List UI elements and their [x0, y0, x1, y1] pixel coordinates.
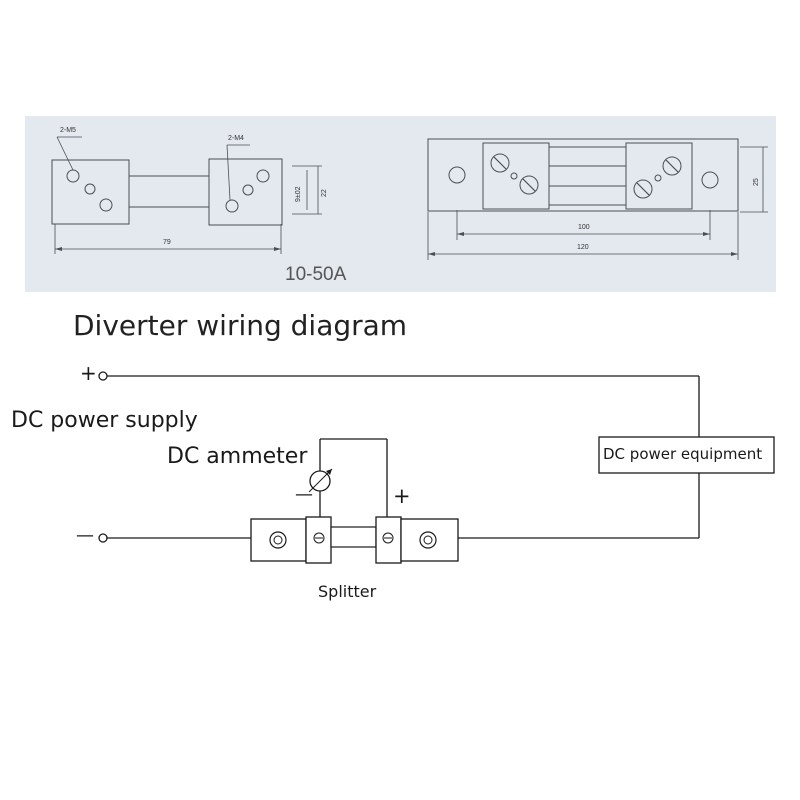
supply-positive-terminal: [98, 371, 108, 381]
right-view-screw-c: [633, 179, 653, 199]
left-view-m5-hole-b: [99, 198, 113, 212]
wiring-title: Diverter wiring diagram: [73, 309, 408, 342]
outer-length-dim-label: 120: [577, 244, 589, 251]
ammeter-minus-sign: —: [295, 484, 313, 505]
left-view-m4-hole-a: [256, 169, 270, 183]
left-view-small-hole-b: [242, 184, 254, 196]
ammeter-plus-sign: +: [393, 484, 411, 508]
length-dim-label: 79: [163, 239, 171, 246]
shunt-splitter: [250, 516, 459, 564]
supply-negative-terminal: [98, 533, 108, 543]
dimension-drawing-panel: [25, 116, 776, 292]
left-view-right-block: [208, 158, 283, 226]
right-view-screw-d: [662, 156, 682, 176]
left-view-left-block: [51, 159, 130, 225]
right-view-right-mount: [625, 142, 693, 210]
right-view-base-plate: [427, 138, 739, 212]
shunt-right-block: [400, 518, 459, 562]
splitter-label: Splitter: [318, 582, 377, 601]
dc-power-equipment-label: DC power equipment: [603, 445, 763, 463]
shunt-right-bolt: [419, 531, 437, 549]
shunt-right-screw: [382, 532, 394, 544]
shunt-left-clamp: [305, 516, 332, 564]
inner-length-dim-label: 100: [578, 224, 590, 231]
shunt-left-block: [250, 518, 307, 562]
right-view-mount-hole-right: [701, 171, 719, 189]
left-view-small-hole-a: [84, 183, 96, 195]
supply-plus-sign: +: [80, 361, 97, 385]
right-view-screw-a: [490, 153, 510, 173]
right-view-mount-hole-left: [448, 166, 466, 184]
dc-ammeter-label: DC ammeter: [167, 444, 308, 469]
shunt-left-screw: [313, 532, 325, 544]
right-view-screw-b: [519, 175, 539, 195]
shunt-left-bolt: [269, 531, 287, 549]
dc-power-supply-label: DC power supply: [11, 408, 198, 433]
rating-label: 10-50A: [285, 264, 347, 285]
hole-label-m4: 2-M4: [228, 135, 244, 142]
shunt-right-clamp: [375, 516, 402, 564]
shunt-resistor-bar: [330, 526, 377, 548]
right-view-left-mount: [482, 142, 550, 210]
dc-power-equipment-box: [598, 436, 775, 474]
supply-minus-sign: —: [76, 525, 94, 546]
left-view-m4-hole-b: [225, 199, 239, 213]
hole-label-m5: 2-M5: [60, 127, 76, 134]
